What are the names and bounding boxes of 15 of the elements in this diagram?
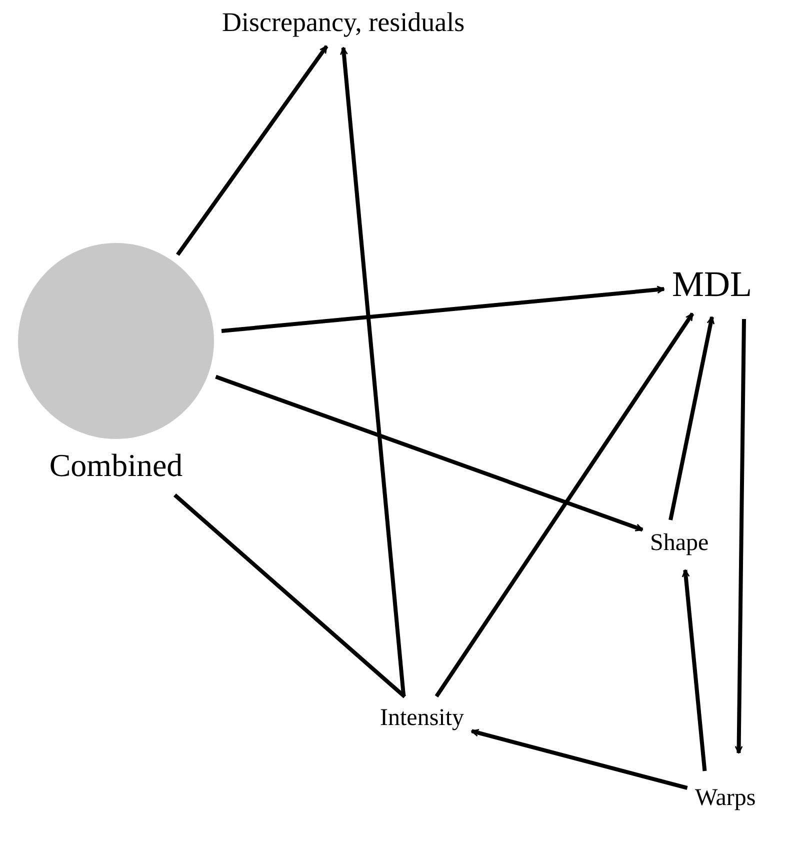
node-label: MDL bbox=[672, 262, 752, 307]
node-label: Combined bbox=[49, 446, 183, 485]
arrow bbox=[471, 728, 688, 790]
arrow bbox=[734, 318, 746, 754]
node-label: Shape bbox=[650, 528, 709, 558]
arrow bbox=[221, 286, 665, 333]
arrow bbox=[176, 45, 328, 256]
arrow bbox=[434, 312, 694, 698]
arrow bbox=[215, 374, 644, 532]
node-label: Warps bbox=[695, 783, 756, 813]
node-label: Discrepancy, residuals bbox=[222, 6, 465, 40]
arrow bbox=[682, 569, 707, 772]
arrow bbox=[668, 316, 715, 520]
node-label: Intensity bbox=[380, 703, 464, 733]
arrow bbox=[340, 47, 406, 696]
